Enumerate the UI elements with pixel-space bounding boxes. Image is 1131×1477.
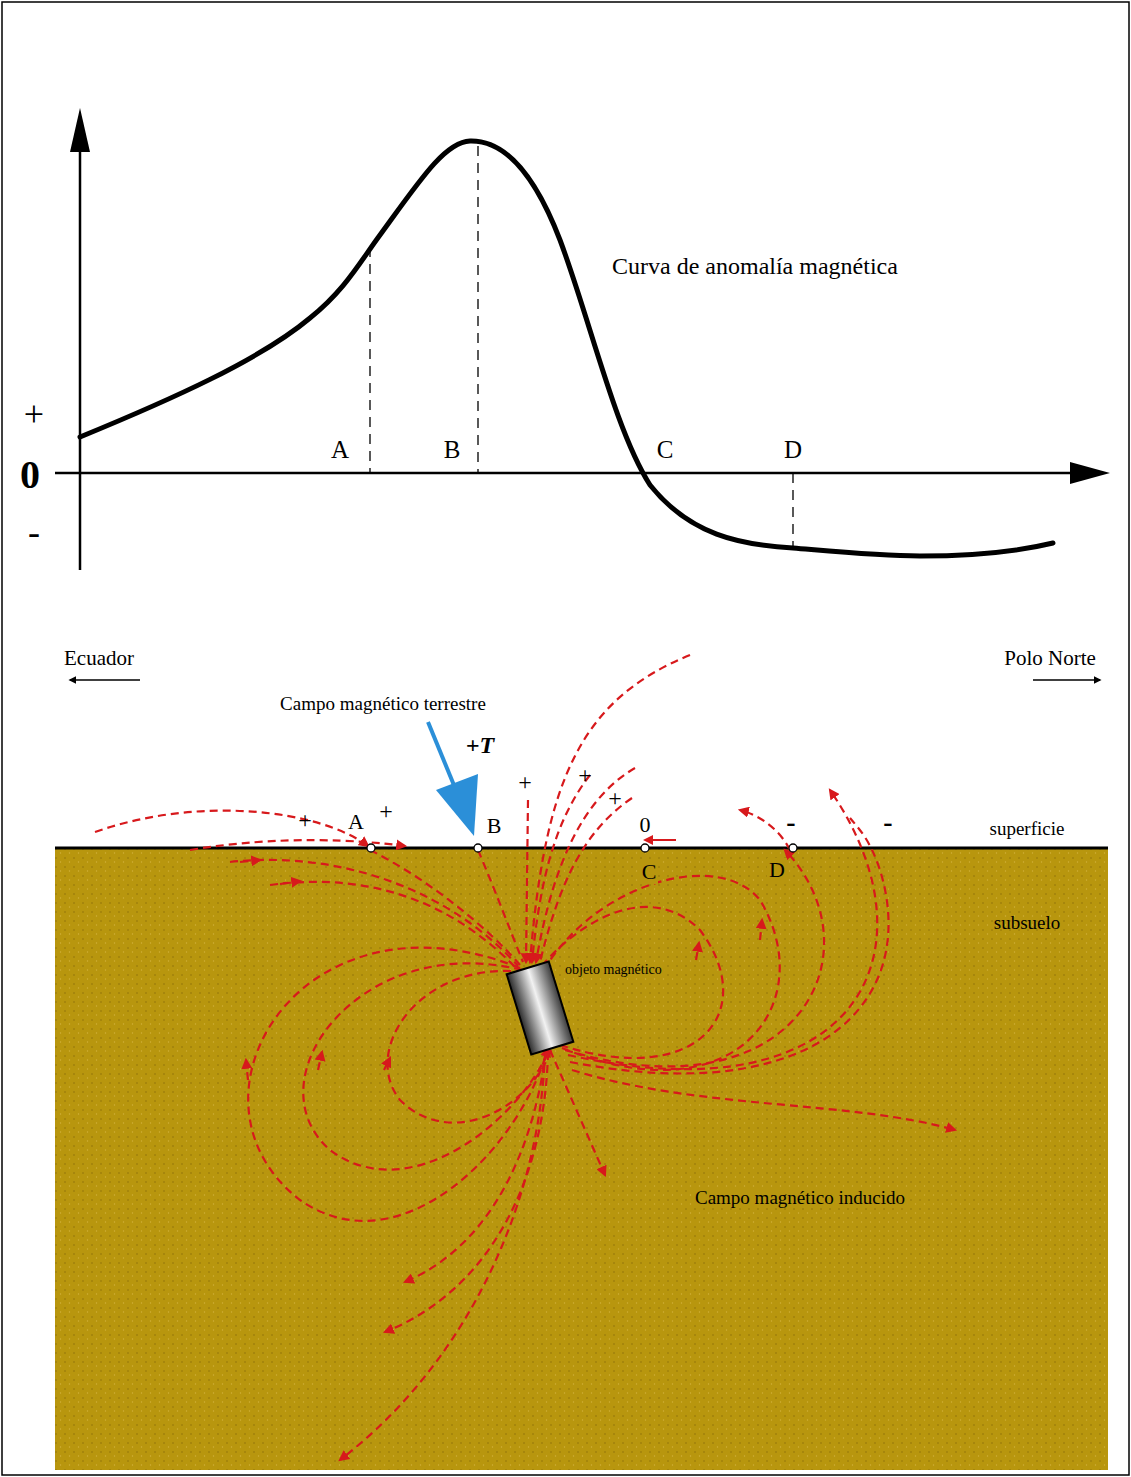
axis-sign: + bbox=[24, 395, 44, 435]
point-label: D bbox=[767, 858, 787, 882]
sign-mark: + bbox=[379, 798, 393, 824]
sign-mark: + bbox=[578, 762, 592, 788]
induced-field-label: Campo magnético inducido bbox=[693, 1188, 907, 1209]
surface-label: superficie bbox=[990, 819, 1065, 840]
point-label: B bbox=[487, 814, 502, 838]
sign-mark: + bbox=[518, 769, 532, 795]
sign-mark: - bbox=[883, 807, 892, 838]
point-label: A bbox=[348, 810, 364, 834]
point-label: A bbox=[331, 436, 349, 464]
direction-label: Ecuador bbox=[64, 647, 134, 670]
curve-title: Curva de anomalía magnética bbox=[612, 253, 898, 279]
sign-mark: + bbox=[608, 785, 622, 811]
direction-label: Polo Norte bbox=[1004, 647, 1096, 670]
sign-mark: + bbox=[298, 807, 312, 833]
sign-mark: - bbox=[786, 807, 795, 838]
point-label: D bbox=[784, 436, 802, 464]
point-label: C bbox=[640, 860, 659, 884]
subsoil-label: subsuelo bbox=[994, 913, 1061, 934]
axis-zero: 0 bbox=[20, 453, 40, 497]
zero-mark: 0 bbox=[640, 813, 651, 837]
point-label: C bbox=[657, 436, 674, 464]
object-label: objeto magnético bbox=[563, 962, 664, 977]
point-label: B bbox=[444, 436, 461, 464]
field-symbol: +T bbox=[466, 732, 494, 758]
field-label: Campo magnético terrestre bbox=[280, 694, 486, 715]
axis-sign: - bbox=[28, 513, 40, 553]
